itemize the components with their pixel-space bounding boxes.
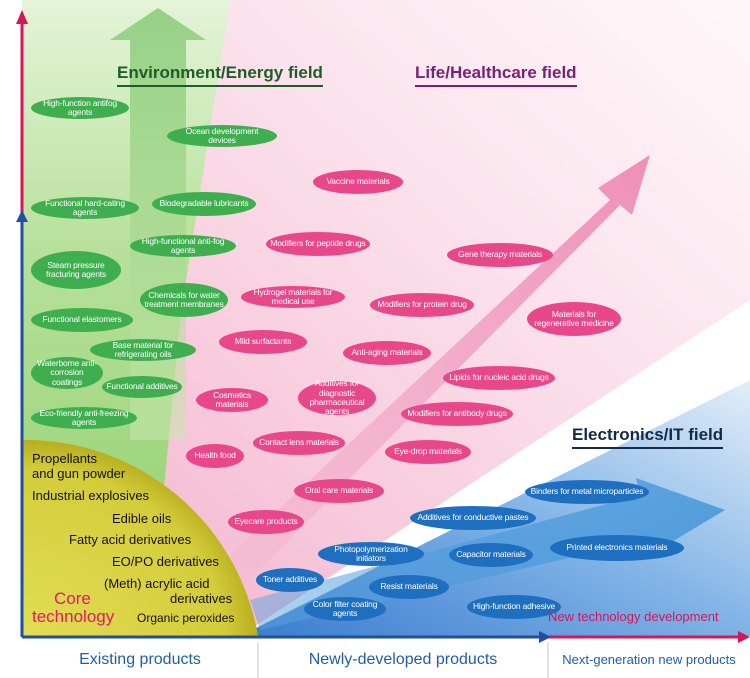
blue-item: High-function adhesive — [467, 595, 561, 619]
core-item: Edible oils — [112, 511, 172, 526]
pink-item: Anti-aging materials — [343, 341, 431, 365]
blue-item: Resist materials — [369, 575, 449, 599]
pink-item: Modifiers for protein drug — [370, 293, 474, 317]
blue-item: Printed electronics materials — [550, 535, 684, 561]
blue-item: Toner additives — [256, 568, 324, 592]
blue-item: Additives for conductive pastes — [410, 506, 536, 530]
core-item: (Meth) acrylic acid — [104, 576, 210, 591]
core-item: Fatty acid derivatives — [69, 532, 192, 547]
green-item: Waterborne anti-corrosion coatings — [31, 357, 103, 389]
pink-item: Oral care materials — [294, 479, 384, 503]
green-item: Functional additives — [102, 376, 182, 398]
pink-item: Gene therapy materials — [447, 243, 553, 267]
green-item: Eco-friendly anti-freezing agents — [31, 407, 137, 429]
pink-item: Contact lens materials — [253, 431, 345, 455]
pink-item: Mild surfactants — [219, 330, 307, 354]
green-item: Chemicals for water treatment membranes — [140, 283, 228, 317]
core-item: Organic peroxides — [137, 611, 235, 625]
field-title-electronics: Electronics/IT field — [572, 425, 724, 449]
green-item: Biodegradable lubricants — [152, 192, 256, 216]
blue-item: Binders for metal microparticles — [525, 480, 649, 504]
field-title-environment: Environment/Energy field — [117, 63, 323, 87]
core-item: derivatives — [170, 591, 233, 606]
category-newly: Newly-developed products — [308, 650, 498, 668]
category-existing: Existing products — [79, 650, 201, 668]
pink-item: Eyecare products — [228, 510, 304, 534]
pink-item: Eye-drop materials — [385, 440, 471, 464]
field-title-life: Life/Healthcare field — [415, 63, 577, 87]
green-item: Ocean development devices — [167, 125, 277, 147]
pink-item: Health food — [186, 444, 244, 468]
green-item: High-functional anti-fog agents — [130, 235, 236, 257]
green-item: Functional elastomers — [31, 308, 133, 332]
core-item: Propellants — [32, 451, 98, 466]
pink-item: Vaccine materials — [313, 170, 403, 194]
blue-item: Capacitor materials — [449, 543, 533, 567]
new-tech-label: New technology development — [548, 609, 719, 624]
core-title: Core — [54, 589, 91, 608]
green-item: Base material for refrigerating oils — [90, 339, 196, 361]
pink-item: Additives for diagnostic pharmaceutical … — [298, 379, 376, 416]
blue-item: Color filter coating agents — [304, 597, 386, 621]
pink-item: Materials for regenerative medicine — [527, 302, 621, 336]
pink-item: Modifiers for peptide drugs — [266, 232, 370, 256]
category-next: Next-generation new products — [562, 652, 736, 667]
pink-item: Modifiers for antibody drugs — [401, 402, 513, 426]
green-item: Functional hard-cating agents — [31, 197, 139, 219]
pink-item: Cosmetics materials — [196, 388, 268, 412]
green-item: Steam pressure fracturing agents — [31, 251, 121, 289]
core-item: EO/PO derivatives — [112, 554, 219, 569]
blue-item: Photopolymerization initiators — [318, 542, 424, 566]
pink-item: Lipids for nucleic acid drugs — [443, 366, 555, 390]
core-item: Industrial explosives — [32, 488, 150, 503]
green-item: High-function antifog agents — [31, 97, 129, 119]
core-item: and gun powder — [32, 466, 126, 481]
pink-item: Hydrogel materials for medical use — [241, 286, 345, 308]
core-title: technology — [32, 607, 115, 626]
